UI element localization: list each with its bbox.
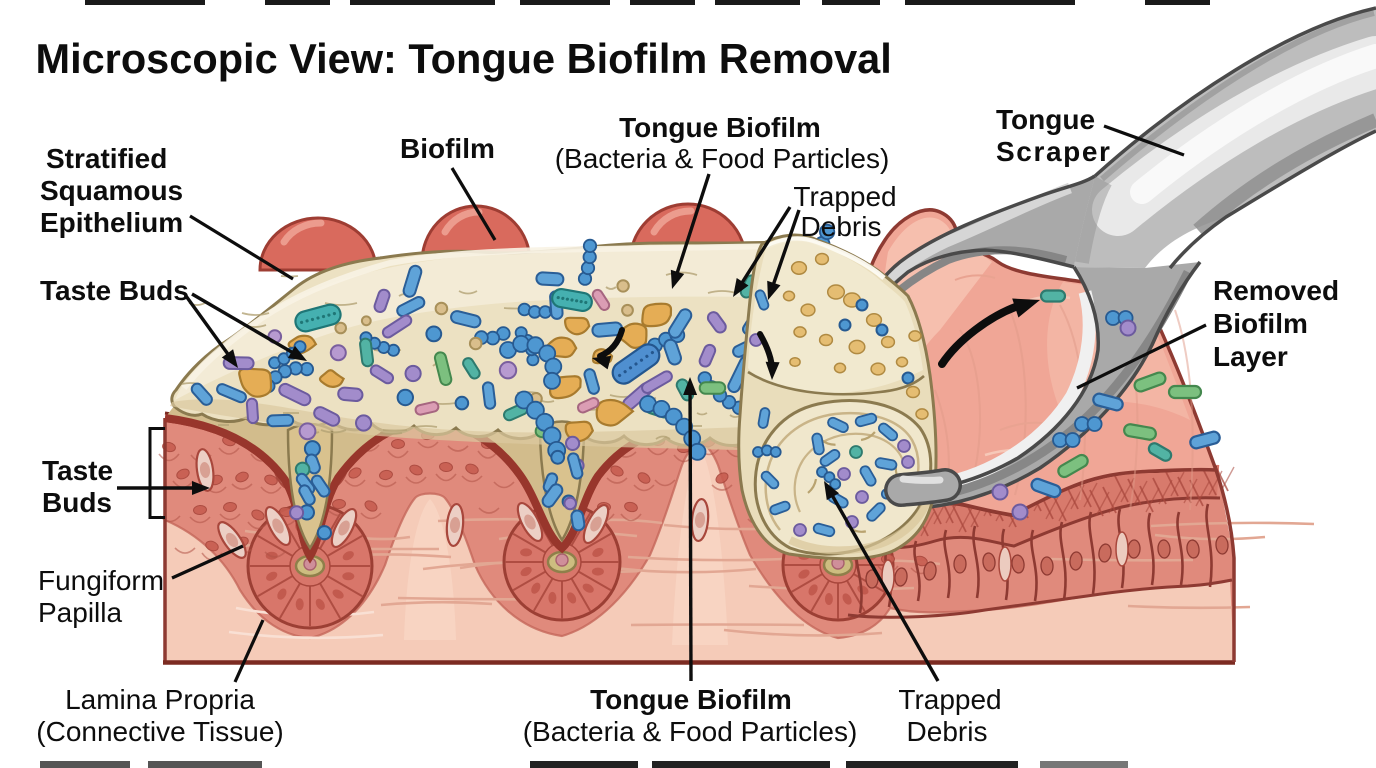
svg-text:Taste: Taste <box>42 455 113 486</box>
svg-text:(Bacteria & Food Particles): (Bacteria & Food Particles) <box>523 716 858 747</box>
svg-text:(Connective Tissue): (Connective Tissue) <box>36 716 283 747</box>
svg-text:Tongue Biofilm: Tongue Biofilm <box>590 684 792 715</box>
svg-text:Tongue: Tongue <box>996 104 1095 135</box>
svg-text:Epithelium: Epithelium <box>40 207 183 238</box>
svg-text:Fungiform: Fungiform <box>38 565 164 596</box>
svg-text:Biofilm: Biofilm <box>1213 308 1308 339</box>
svg-text:Debris: Debris <box>801 211 882 242</box>
svg-text:Removed: Removed <box>1213 275 1339 306</box>
svg-text:Trapped: Trapped <box>793 181 896 212</box>
svg-text:Scraper: Scraper <box>996 136 1112 167</box>
svg-text:Lamina Propria: Lamina Propria <box>65 684 255 715</box>
svg-text:Biofilm: Biofilm <box>400 133 495 164</box>
svg-text:Debris: Debris <box>907 716 988 747</box>
svg-text:(Bacteria & Food Particles): (Bacteria & Food Particles) <box>555 143 890 174</box>
svg-text:Buds: Buds <box>42 487 112 518</box>
svg-text:Tongue Biofilm: Tongue Biofilm <box>619 112 821 143</box>
svg-text:Stratified: Stratified <box>46 143 167 174</box>
svg-text:Trapped: Trapped <box>898 684 1001 715</box>
svg-text:Taste Buds: Taste Buds <box>40 275 189 306</box>
svg-text:Layer: Layer <box>1213 341 1288 372</box>
svg-text:Microscopic View: Tongue Biofi: Microscopic View: Tongue Biofilm Removal <box>36 35 892 82</box>
svg-text:Papilla: Papilla <box>38 597 122 628</box>
svg-text:Squamous: Squamous <box>40 175 183 206</box>
